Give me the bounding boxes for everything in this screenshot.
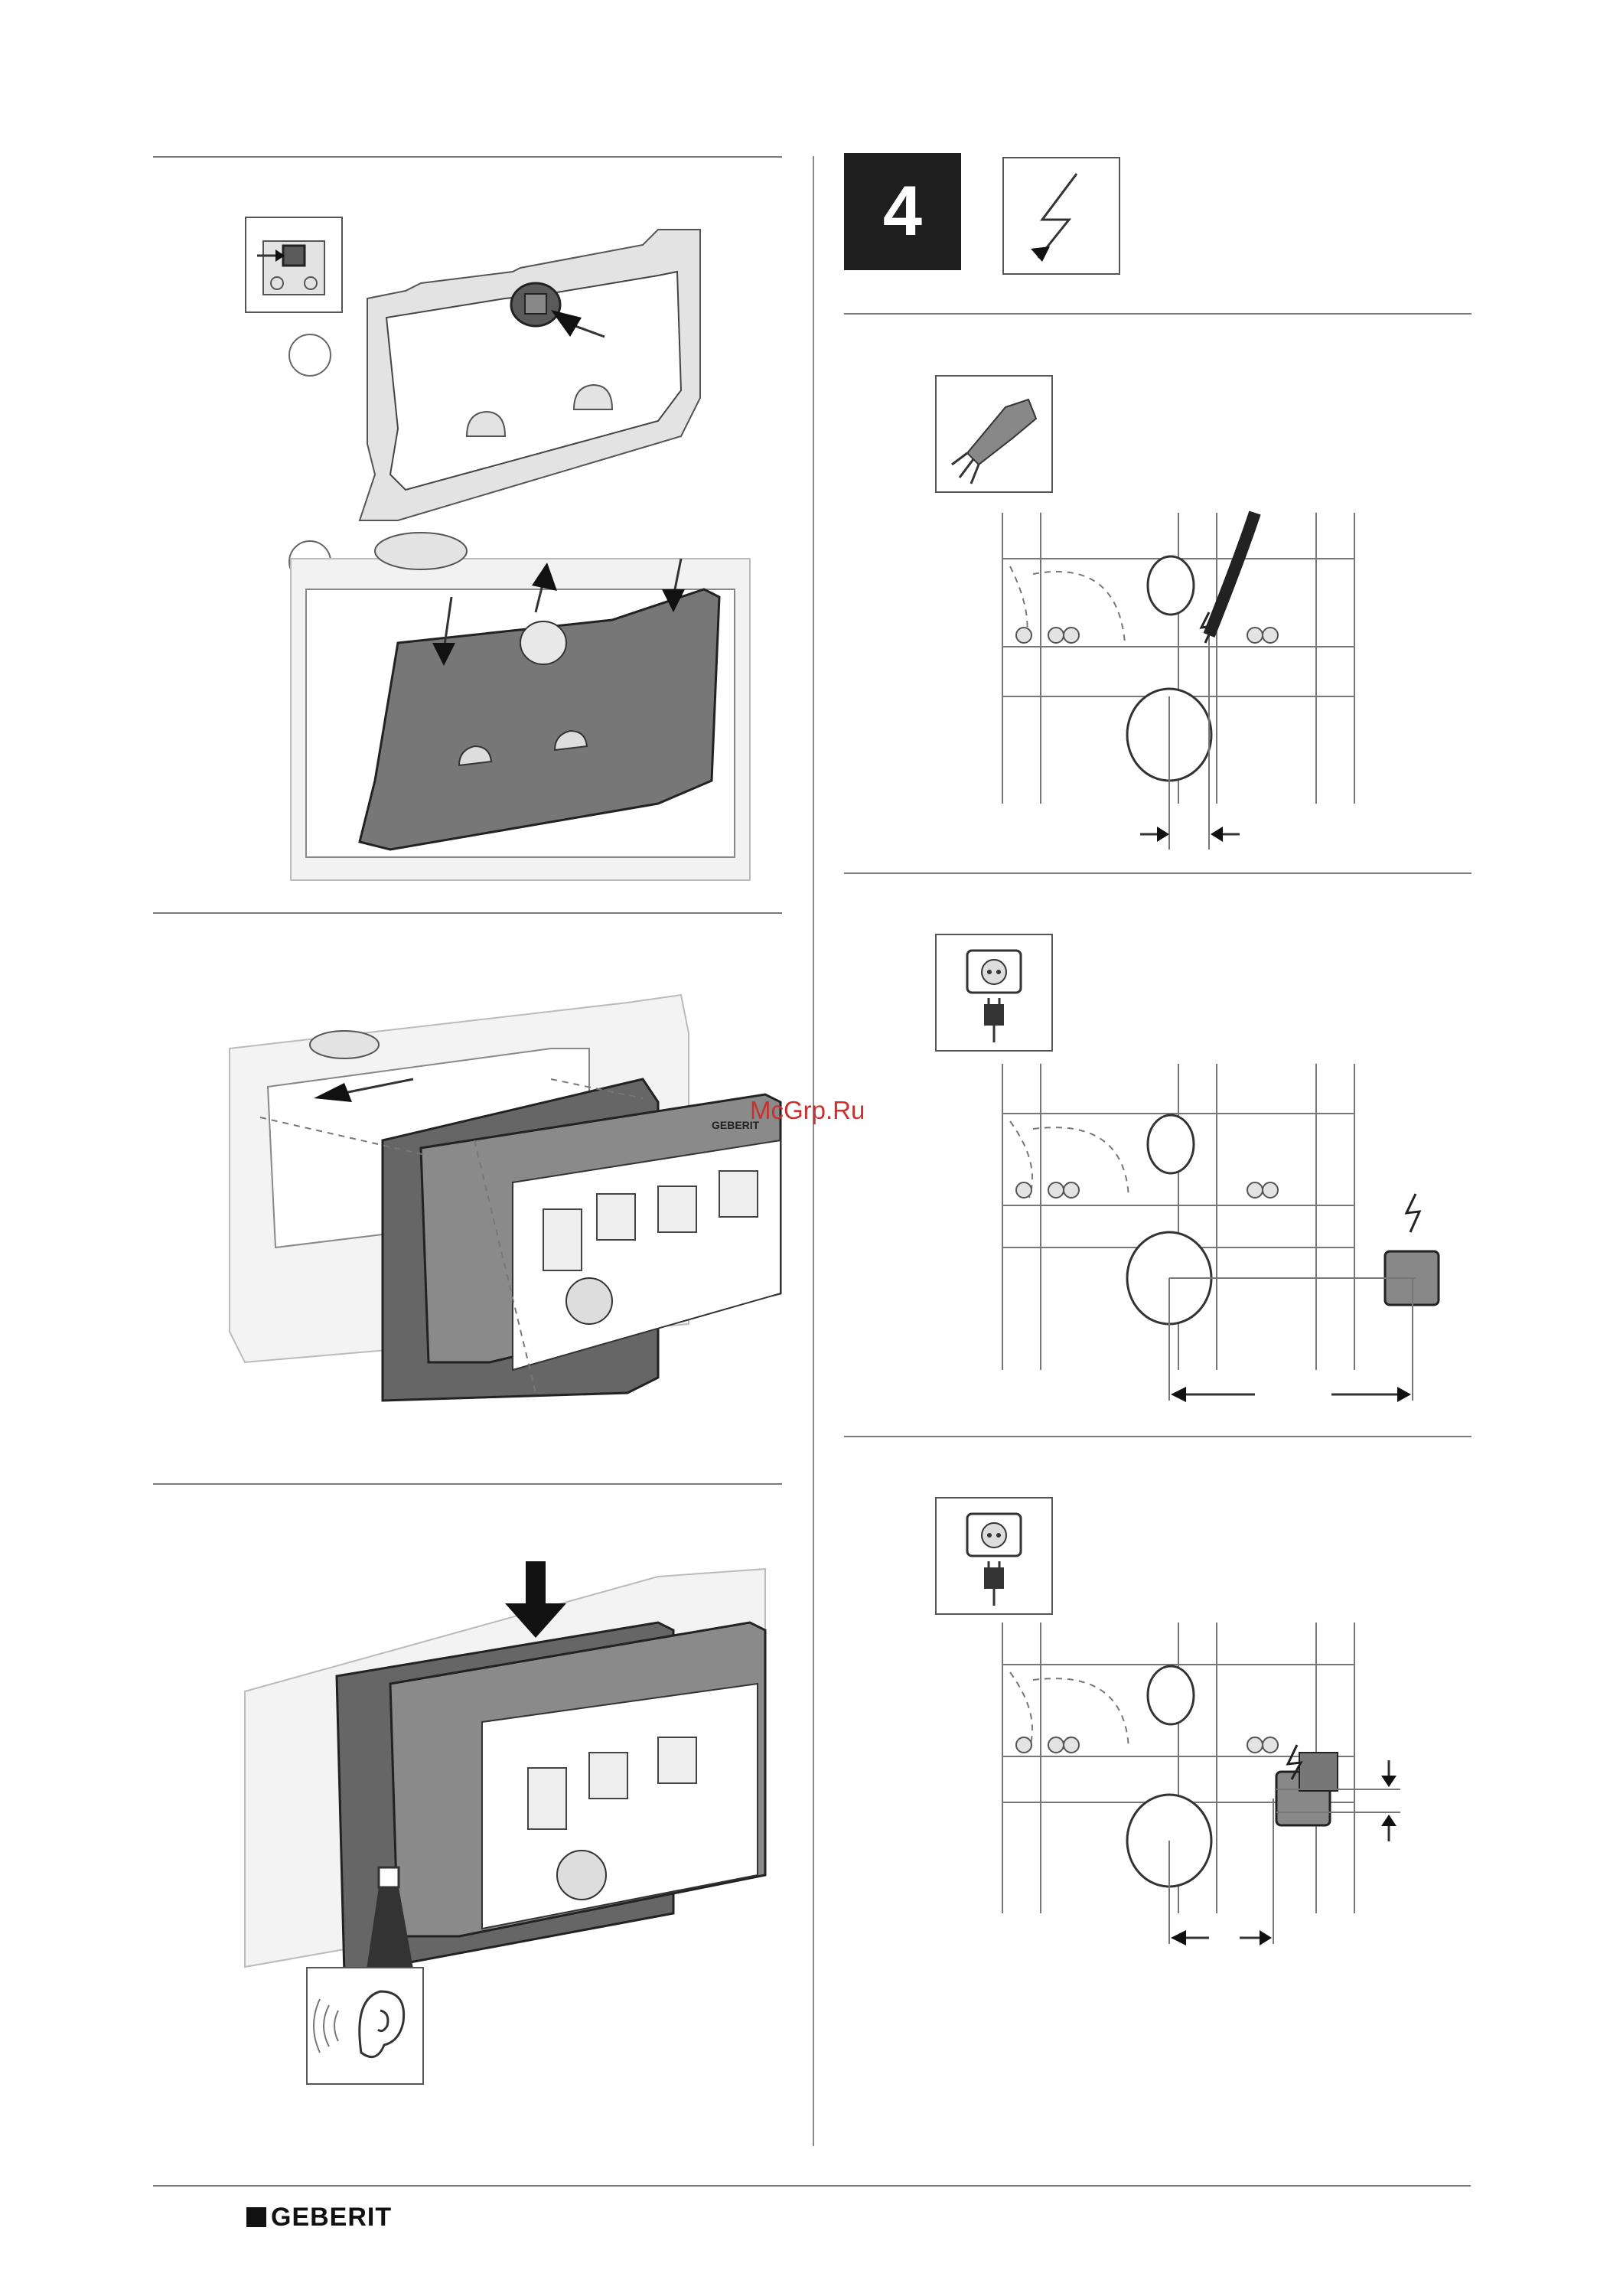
right-divider-2 xyxy=(844,872,1471,874)
socket-side-drawing xyxy=(1002,1064,1440,1402)
cover-brand-label: GEBERIT xyxy=(712,1119,760,1131)
left-divider-top xyxy=(153,156,782,158)
right-divider-1 xyxy=(844,313,1471,315)
logo-square xyxy=(246,2207,266,2227)
step-number: 4 xyxy=(844,153,961,270)
column-separator xyxy=(813,156,814,2146)
protective-frame-drawing xyxy=(358,229,701,521)
cover-click-drawing xyxy=(244,1561,767,1990)
left-divider-middle xyxy=(153,912,782,914)
watermark-text: McGrp.Ru xyxy=(750,1096,865,1124)
right-divider-3 xyxy=(844,1436,1471,1437)
socket-behind-drawing xyxy=(1002,1623,1400,1945)
footer-divider xyxy=(153,2185,1471,2187)
ear-icon xyxy=(306,1967,424,2085)
power-socket-icon xyxy=(935,934,1053,1052)
left-divider-lower xyxy=(153,1483,782,1485)
footer-logo: GEBERIT xyxy=(246,2202,392,2232)
cable-position-drawing xyxy=(1002,510,1355,850)
brand-name: GEBERIT xyxy=(271,2202,393,2232)
step-circle-1 xyxy=(288,334,331,377)
screw-detail-icon xyxy=(245,217,343,313)
cable-icon xyxy=(935,375,1053,493)
power-socket-icon-2 xyxy=(935,1497,1053,1615)
lightning-icon xyxy=(1002,157,1120,275)
cover-mounting-drawing xyxy=(229,993,782,1402)
frame-mounting-drawing xyxy=(290,532,751,881)
